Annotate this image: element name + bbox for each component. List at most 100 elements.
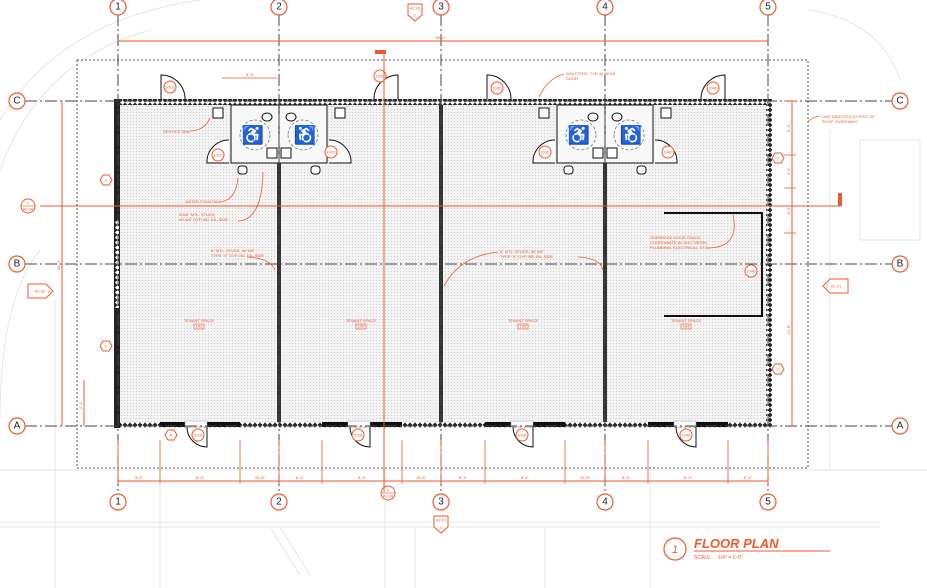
- lavatory-icon: [280, 147, 292, 159]
- bottom-dimension: 8'-4": [459, 475, 468, 480]
- grid-label: 5: [765, 2, 771, 13]
- window-type-tag: [99, 174, 113, 186]
- note-text: OVERHEAD DOOR TRACK,: [650, 235, 701, 240]
- mark-number: 1: [387, 488, 390, 493]
- right-dimension: 12'-8": [786, 324, 791, 335]
- note-text: PLUMBING, ELECTRICAL, ETC.: [650, 245, 709, 250]
- grid-bubble-C: [891, 92, 909, 110]
- drawing-number: 1: [672, 544, 678, 556]
- accessibility-icon: ♿: [568, 124, 590, 145]
- bottom-dimension: 10'-8": [580, 475, 591, 480]
- note-text: ROOF OVERHANG: [822, 119, 858, 124]
- door-tag: [538, 145, 552, 159]
- accessibility-icon: ♿: [242, 124, 264, 145]
- scale-value: 1/4" = 1'-0": [718, 555, 743, 561]
- grid-label: 2: [276, 2, 282, 13]
- grid-bubble-4: [596, 0, 614, 16]
- right-dimension: 5'-4": [786, 123, 791, 132]
- mark-number: 2: [826, 284, 829, 289]
- door-tag-label: 103C: [540, 150, 550, 155]
- grid-bubble-2: [270, 493, 288, 511]
- note-text: W/ 5/8" GYP. BD. EA. SIDE: [179, 217, 228, 222]
- note-leader: [246, 256, 276, 271]
- water-fountain-icon: [563, 165, 574, 175]
- grid-label: A: [897, 421, 904, 432]
- rear-doors: [160, 74, 726, 100]
- door-tag: [351, 428, 365, 442]
- dimension-strings: 80'-0" 5'-4" 8'-4" 10'-8" 8'-4" 8'-4" 10'-8" 8'…: [56, 35, 796, 484]
- bottom-dimension: 5'-4": [744, 475, 753, 480]
- turning-radius: [565, 119, 597, 151]
- water-fountain-icon: [310, 165, 321, 175]
- door-tag-label: 102C: [326, 150, 336, 155]
- door-tag: [373, 69, 387, 83]
- window-type-label: A: [170, 433, 173, 438]
- door-tag-label: 101C: [213, 153, 223, 158]
- sheet-reference: A2.02: [35, 289, 46, 294]
- room-number-box: [193, 323, 205, 330]
- water-fountain-icon: [636, 165, 647, 175]
- turning-radius: [613, 119, 645, 151]
- sheet-reference: A2.01: [436, 518, 447, 523]
- bottom-dimension: 8'-4": [296, 475, 305, 480]
- turning-radius: [287, 119, 319, 151]
- grid-label: 4: [602, 2, 608, 13]
- door-tag-label: 101A: [193, 433, 203, 438]
- door-tag-label: 103D: [492, 86, 502, 91]
- window-type-label: C: [777, 156, 780, 161]
- room-number-box: [355, 323, 367, 330]
- door-tag-label: 102D: [375, 74, 385, 79]
- grid-label: 5: [765, 497, 771, 508]
- bottom-dimension: 8'-4": [622, 475, 631, 480]
- section-cut-line: [40, 50, 842, 492]
- restroom-dimension: 6'-4": [246, 72, 255, 77]
- elevation-mark: A2.012: [822, 278, 849, 294]
- bottom-dimension: 8'-4": [521, 475, 530, 480]
- tenant-space-label: TENANT SPACE: [184, 318, 215, 323]
- grid-bubble-A: [8, 417, 26, 435]
- note-text: LINE DENOTES EXTENT OF: [822, 114, 875, 119]
- grid-label: B: [897, 259, 904, 270]
- note-text: SERVICE SINK: [163, 129, 191, 134]
- note-leader: [443, 251, 604, 287]
- front-doors: [186, 426, 697, 448]
- note-text: 3-5/8" MTL. STUDS,: [179, 212, 216, 217]
- bottom-dimension: 8'-4": [196, 475, 205, 480]
- window-type-label: C: [105, 178, 108, 183]
- bottom-dimension: 10'-8": [416, 475, 427, 480]
- room-number: 103: [520, 324, 527, 329]
- grid-bubble-5: [759, 493, 777, 511]
- note-leader: [190, 117, 211, 132]
- window-type-tag: [771, 363, 785, 375]
- door-tag: [679, 428, 693, 442]
- note-text: 6" MTL. STUDS, W/ 5/8": [500, 249, 544, 254]
- door-tag: [706, 81, 720, 95]
- grid-bubble-A: [891, 417, 909, 435]
- door-tag: [490, 81, 504, 95]
- grid-bubble-4: [596, 493, 614, 511]
- sheet-reference: A3.00: [23, 207, 34, 212]
- tenant-space-label: TENANT SPACE: [346, 318, 377, 323]
- grid-label: B: [14, 259, 21, 270]
- drawing-title-text: FLOOR PLAN: [694, 536, 779, 551]
- room-number: 102: [358, 324, 365, 329]
- grid-bubble-B: [8, 255, 26, 273]
- left-dimension: 5'-4": [78, 400, 83, 409]
- elevation-mark: A2.01 1: [433, 515, 449, 534]
- note-text: TYPE "X" GYP. BD. EA. SIDE: [500, 254, 553, 259]
- storefront-segments: [160, 420, 728, 428]
- grid-label: 3: [438, 2, 444, 13]
- elevation-marker: [433, 515, 449, 534]
- door-tag: [191, 428, 205, 442]
- service-sink-icon: [538, 107, 550, 119]
- note-text: WATER FOUNTAIN: [185, 199, 220, 204]
- lavatory-icon: [266, 147, 278, 159]
- sheet-reference: A3.00: [383, 494, 394, 499]
- grid-label: C: [13, 96, 20, 107]
- lavatory-icon: [592, 147, 604, 159]
- tenant-space-label: TENANT SPACE: [671, 318, 702, 323]
- mark-number: 1: [440, 525, 443, 530]
- overall-dimension: 80'-0": [436, 35, 447, 40]
- note-text: TYPE "X" GYP. BD. EA. SIDE: [211, 253, 264, 258]
